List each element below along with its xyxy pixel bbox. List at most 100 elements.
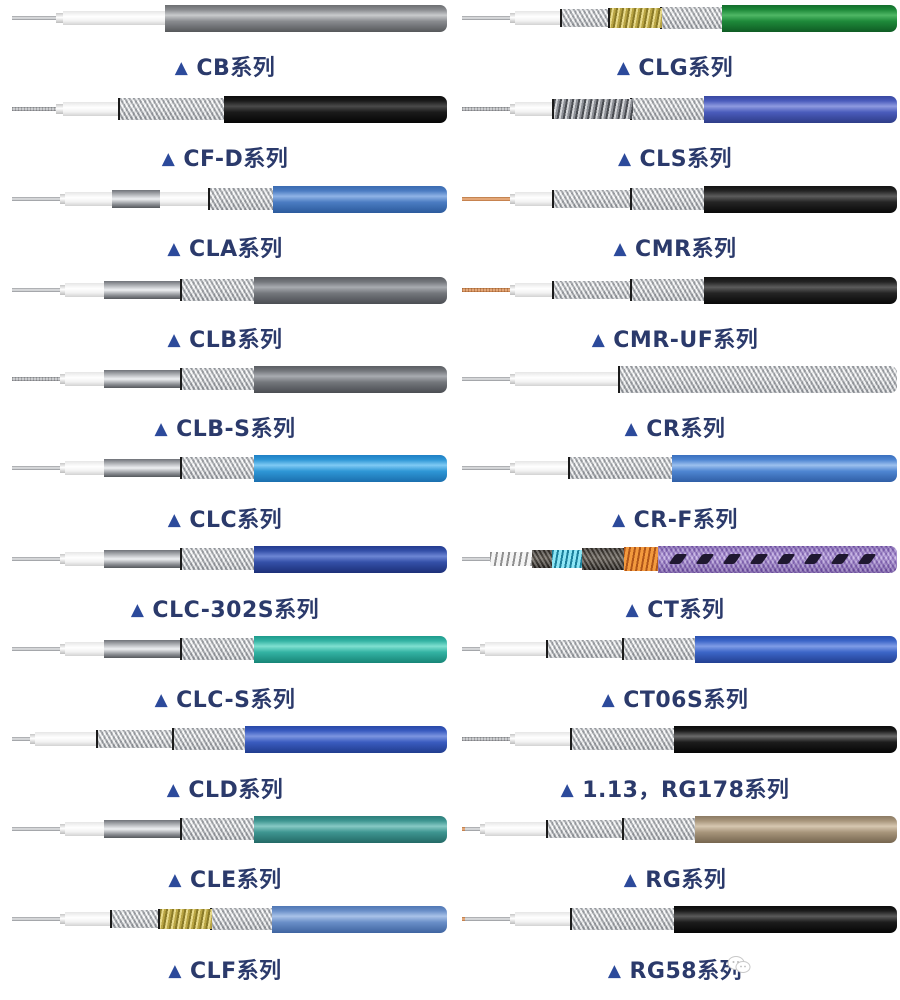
braided-shield <box>622 638 698 660</box>
series-name: CLC-S系列 <box>176 688 296 713</box>
series-name: CLB-S系列 <box>176 417 296 442</box>
series-name: 1.13，RG178系列 <box>582 778 790 803</box>
series-label: ▲CLC系列 <box>0 502 450 534</box>
cable-item: ▲RG系列 <box>450 0 900 893</box>
center-conductor <box>462 16 512 20</box>
metal-tube <box>104 640 182 658</box>
series-label: ▲CMR系列 <box>450 231 900 263</box>
center-conductor <box>12 288 62 292</box>
weave-mark <box>830 554 850 564</box>
braided-shield <box>180 457 256 479</box>
series-label: ▲CLD系列 <box>0 772 450 804</box>
conductor-step <box>510 194 516 204</box>
dielectric <box>515 283 556 297</box>
center-conductor <box>462 737 512 741</box>
braided-shield <box>552 190 632 208</box>
conductor-step <box>510 104 516 114</box>
cable-item: ▲RG58系列 <box>450 0 900 984</box>
center-conductor <box>12 197 62 201</box>
triangle-marker-icon: ▲ <box>607 961 622 981</box>
weave-mark <box>668 554 688 564</box>
series-name: CLC-302S系列 <box>152 598 320 623</box>
weave-mark <box>803 554 823 564</box>
outer-jacket <box>165 5 447 32</box>
series-name: CF-D系列 <box>183 147 289 172</box>
triangle-marker-icon: ▲ <box>591 330 606 350</box>
outer-jacket <box>695 636 897 663</box>
dielectric <box>485 822 550 836</box>
triangle-marker-icon: ▲ <box>625 600 640 620</box>
dielectric <box>515 461 572 475</box>
braided-shield <box>110 910 162 928</box>
dielectric <box>63 11 168 25</box>
dielectric <box>515 102 556 116</box>
series-name: CR系列 <box>646 417 726 442</box>
conductor-step <box>510 734 516 744</box>
center-conductor <box>462 377 512 381</box>
triangle-marker-icon: ▲ <box>167 510 182 530</box>
outer-jacket <box>224 96 447 123</box>
dielectric <box>515 732 574 746</box>
dielectric <box>515 912 574 926</box>
center-conductor <box>462 647 482 651</box>
triangle-marker-icon: ▲ <box>623 870 638 890</box>
triangle-marker-icon: ▲ <box>617 149 632 169</box>
outer-jacket <box>704 277 897 304</box>
cable-illustration <box>0 277 450 317</box>
triangle-marker-icon: ▲ <box>154 419 169 439</box>
conductor-step <box>510 463 516 473</box>
cable-illustration <box>450 906 900 946</box>
cable-item: ▲ CLB-S系列 <box>0 0 450 442</box>
series-name: CLE系列 <box>189 868 282 893</box>
series-name: CLG系列 <box>638 56 734 81</box>
cable-illustration <box>450 96 900 136</box>
braided-shield <box>630 279 706 301</box>
series-name: CB系列 <box>196 56 276 81</box>
dielectric <box>485 642 550 656</box>
cable-illustration <box>450 277 900 317</box>
triangle-marker-icon: ▲ <box>168 961 182 981</box>
cable-item: ▲ CT06S系列 <box>450 0 900 713</box>
cable-illustration <box>0 455 450 495</box>
series-name: CLF系列 <box>189 959 282 984</box>
cable-illustration <box>450 816 900 856</box>
conductor-step <box>60 824 66 834</box>
braided-shield <box>210 908 276 930</box>
series-label: ▲ CLB-S系列 <box>0 411 450 443</box>
outer-braid <box>582 548 626 570</box>
braided-shield <box>560 9 612 27</box>
triangle-marker-icon: ▲ <box>624 419 639 439</box>
outer-jacket <box>704 96 897 123</box>
cable-item: ▲ 1.13，RG178系列 <box>450 0 900 803</box>
cable-illustration <box>0 186 450 226</box>
foil-wrap <box>608 8 662 28</box>
wechat-watermark-icon <box>727 956 751 973</box>
center-conductor <box>12 827 62 831</box>
cable-illustration <box>450 5 900 45</box>
braided-shield <box>172 728 248 750</box>
braided-shield <box>180 548 256 570</box>
conductor-step <box>480 644 486 654</box>
conductor-step <box>60 374 66 384</box>
center-conductor <box>462 466 512 470</box>
triangle-marker-icon: ▲ <box>168 870 182 890</box>
cable-item: ▲ CB系列 <box>0 0 450 89</box>
dielectric <box>515 372 622 386</box>
metal-tube <box>104 281 182 299</box>
series-name: CT系列 <box>647 598 725 623</box>
purple-braided-jacket <box>658 546 897 573</box>
series-name: CT06S系列 <box>623 688 749 713</box>
dielectric <box>515 192 556 206</box>
triangle-marker-icon: ▲ <box>174 58 189 78</box>
braided-shield <box>180 279 256 301</box>
series-label: ▲ CR系列 <box>450 411 900 443</box>
orange-wrap <box>624 547 662 571</box>
outer-jacket <box>674 906 897 933</box>
conductor-tip <box>462 827 465 831</box>
outer-jacket <box>254 455 447 482</box>
center-conductor <box>12 647 62 651</box>
series-label: ▲CLS系列 <box>450 141 900 173</box>
cable-item: ▲CLA系列 <box>0 0 450 262</box>
triangle-marker-icon: ▲ <box>166 780 181 800</box>
cable-item: ▲CLC系列 <box>0 0 450 533</box>
